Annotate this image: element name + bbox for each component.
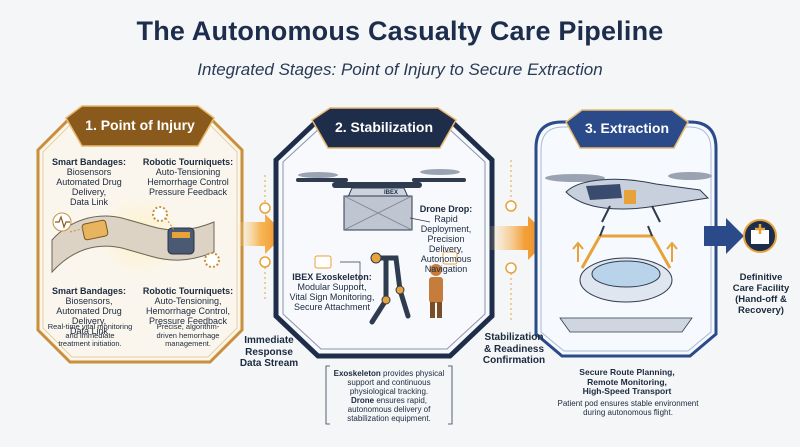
stage2-title: 2. Stabilization	[334, 119, 433, 135]
stage3-title: 3. Extraction	[584, 120, 670, 136]
stage2-drone-text: Drone Drop: Rapid Deployment, Precision …	[419, 204, 473, 274]
stage1-title: 1. Point of Injury	[85, 117, 195, 133]
connector-1	[236, 175, 285, 300]
hospital-icon	[743, 219, 777, 253]
stage1-note-a: Real-time vital monitoring and immediate…	[47, 322, 133, 348]
connector-2-label: Stabilization & Readiness Confirmation	[482, 332, 546, 366]
note-bracket	[325, 365, 453, 425]
page-subtitle: Integrated Stages: Point of Injury to Se…	[197, 60, 603, 79]
connector-1-label: Immediate Response Data Stream	[239, 335, 299, 369]
stage3-panel	[534, 109, 718, 358]
page-title: The Autonomous Casualty Care Pipeline	[136, 16, 664, 46]
stage2-panel: IBEX	[273, 107, 495, 359]
drone-ibex-label: IBEX	[384, 190, 398, 196]
stage1-item-a: Smart Bandages: Biosensors Automated Dru…	[51, 157, 127, 207]
stage3-note: Patient pod ensures stable environment d…	[557, 399, 699, 417]
stage2-exo-text: IBEX Exoskeleton: Modular Support, Vital…	[289, 272, 375, 312]
connector-2	[486, 160, 550, 320]
stage1-item-d: Robotic Tourniquets: Auto-Tensioning, He…	[142, 286, 234, 326]
connector-3	[704, 218, 744, 254]
stage3-features: Secure Route Planning, Remote Monitoring…	[579, 367, 675, 396]
stage1-note-b: Precise, algorithm- driven hemorrhage ma…	[156, 322, 220, 348]
destination-label: Definitive Care Facility (Hand-off & Rec…	[732, 272, 790, 316]
stage1-item-b: Robotic Tourniquets: Auto-Tensioning Hem…	[142, 157, 234, 197]
stage1-item-c: Smart Bandages: Biosensors, Automated Dr…	[51, 286, 127, 336]
stage1-panel	[36, 105, 244, 364]
stage2-note: Exoskeleton provides physical support an…	[333, 369, 445, 423]
